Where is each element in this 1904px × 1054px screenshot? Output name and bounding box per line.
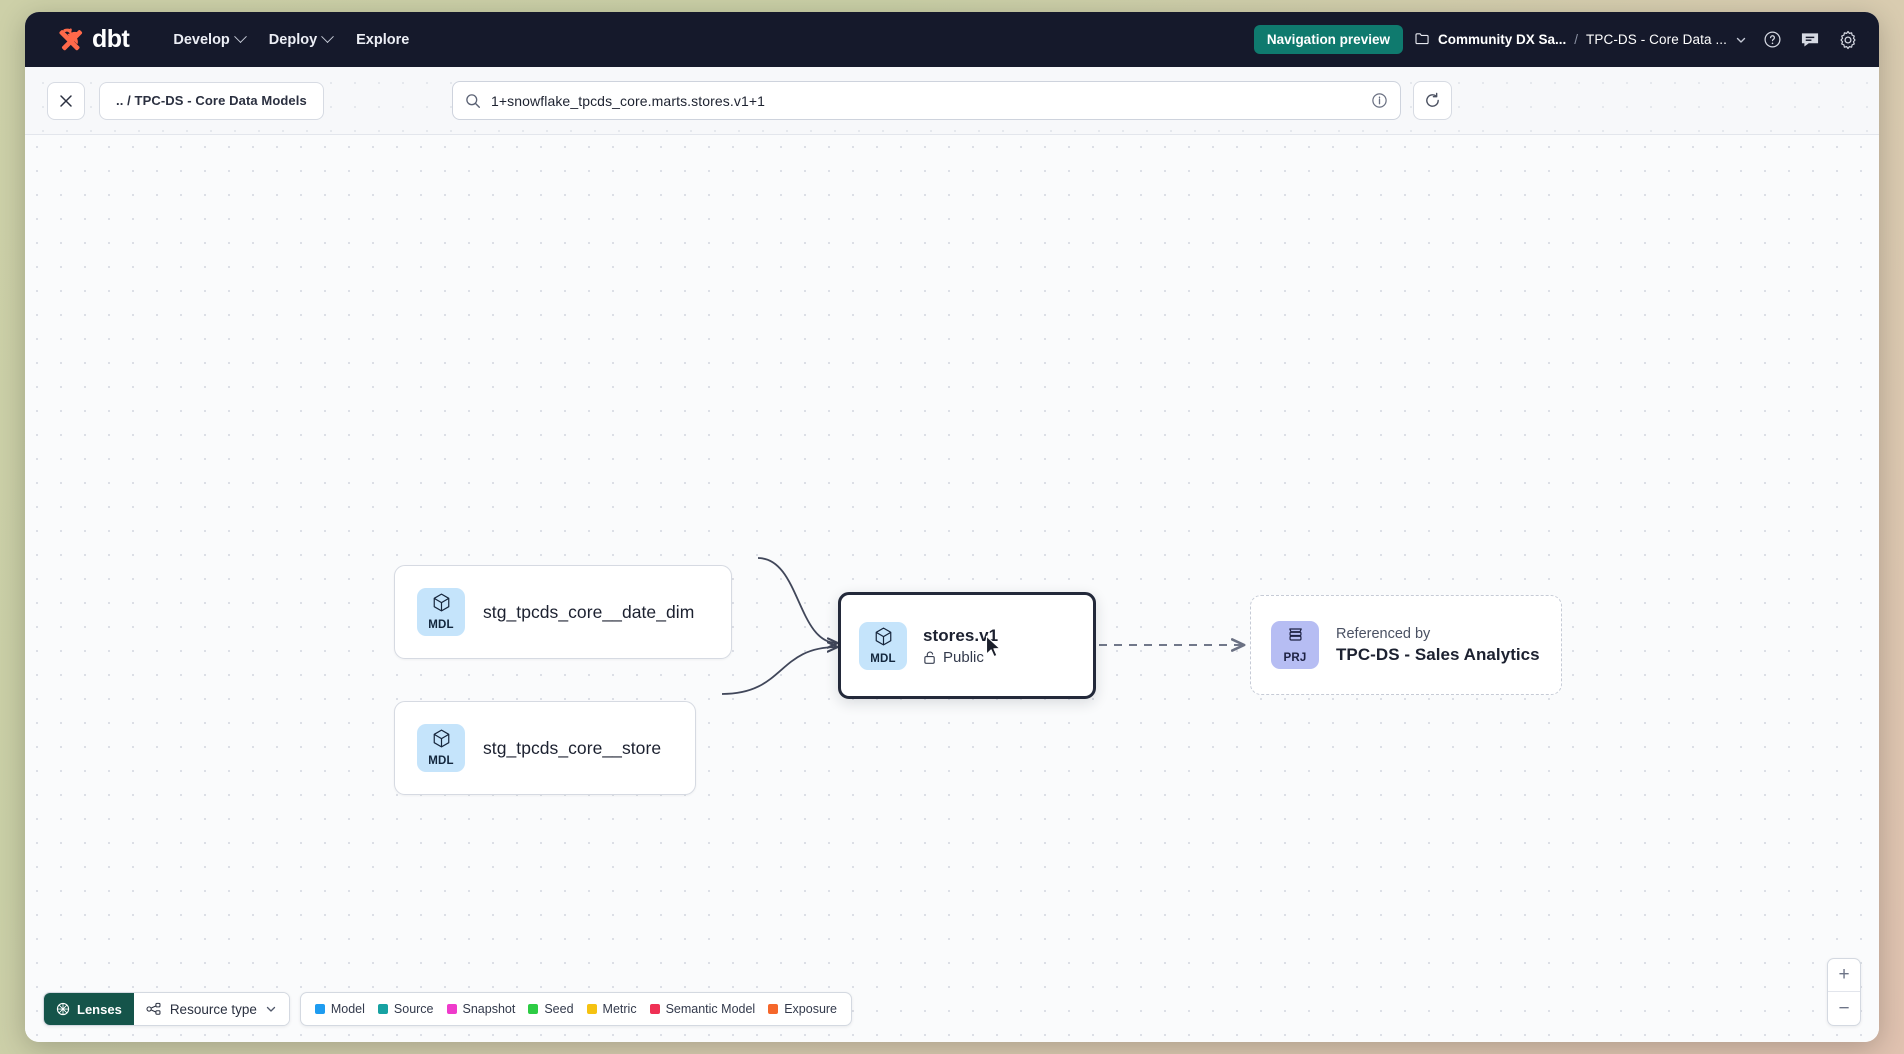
chevron-down-icon <box>265 1003 277 1015</box>
nav-item-deploy[interactable]: Deploy <box>257 24 344 56</box>
info-icon[interactable] <box>1371 92 1388 109</box>
legend-swatch-semantic-model <box>649 1004 660 1014</box>
nav-item-develop[interactable]: Develop <box>161 24 256 56</box>
legend-item: Metric <box>586 1002 637 1016</box>
badge-label: MDL <box>428 619 454 632</box>
legend-item: Exposure <box>768 1002 837 1016</box>
node-title: TPC-DS - Sales Analytics <box>1336 644 1540 664</box>
graph-toolbar: .. / TPC-DS - Core Data Models 1+snowfla… <box>25 67 1879 135</box>
resource-type-legend: Model Source Snapshot Seed Metric <box>299 992 853 1026</box>
lens-control-group: Lenses Resource type <box>43 992 290 1026</box>
node-kicker: Referenced by <box>1336 625 1431 642</box>
feedback-icon[interactable] <box>1797 27 1823 53</box>
legend-label: Snapshot <box>462 1002 516 1016</box>
lineage-graph-canvas[interactable]: MDL stg_tpcds_core__date_dim MDL stg_tpc… <box>25 135 1879 1042</box>
legend-swatch-snapshot <box>446 1004 457 1014</box>
legend-item: Source <box>377 1002 434 1016</box>
cube-icon <box>431 592 452 618</box>
nav-label-explore: Explore <box>356 31 410 48</box>
app-window: dbt Develop Deploy Explore Navigation pr… <box>25 12 1879 1042</box>
breadcrumb-separator: / <box>1574 32 1579 47</box>
account-name[interactable]: Community DX Sa... <box>1437 32 1567 47</box>
zoom-controls: + − <box>1827 958 1861 1026</box>
search-field[interactable]: 1+snowflake_tpcds_core.marts.stores.v1+1 <box>452 81 1401 120</box>
topbar-right-cluster: Navigation preview Community DX Sa... / … <box>1253 25 1861 54</box>
node-access-level: Public <box>923 649 998 666</box>
node-text-block: Referenced by TPC-DS - Sales Analytics <box>1336 626 1540 665</box>
search-input[interactable]: 1+snowflake_tpcds_core.marts.stores.v1+1 <box>491 92 766 109</box>
cube-icon <box>873 626 894 652</box>
legend-item: Semantic Model <box>649 1002 756 1016</box>
legend-label: Metric <box>602 1002 637 1016</box>
search-icon <box>465 93 481 109</box>
nav-item-explore[interactable]: Explore <box>344 24 421 56</box>
node-text-block: stores.v1 Public <box>923 626 998 666</box>
folder-icon <box>1415 32 1430 48</box>
legend-label: Source <box>393 1002 434 1016</box>
badge-label: PRJ <box>1283 652 1307 665</box>
legend-label: Exposure <box>784 1002 838 1016</box>
graph-node-referenced-by-project[interactable]: PRJ Referenced by TPC-DS - Sales Analyti… <box>1250 595 1562 695</box>
zoom-out-button[interactable]: − <box>1838 997 1850 1019</box>
resource-badge-model: MDL <box>859 621 907 670</box>
graph-node-stg-store[interactable]: MDL stg_tpcds_core__store <box>394 701 696 795</box>
settings-gear-icon[interactable] <box>1835 27 1861 53</box>
legend-swatch-source <box>377 1004 388 1014</box>
chevron-down-icon <box>321 30 335 44</box>
graph-bottom-bar: Lenses Resource type <box>43 992 853 1026</box>
legend-swatch-exposure <box>768 1004 779 1014</box>
close-button[interactable] <box>47 81 85 120</box>
node-title: stg_tpcds_core__date_dim <box>483 601 695 622</box>
nav-label-develop: Develop <box>173 31 230 48</box>
access-label: Public <box>943 648 984 666</box>
dbt-logo-icon <box>55 25 85 55</box>
lens-icon <box>56 1002 70 1016</box>
dbt-logo[interactable]: dbt <box>37 25 130 55</box>
legend-swatch-model <box>314 1004 325 1014</box>
legend-label: Seed <box>544 1002 574 1016</box>
chevron-down-icon[interactable] <box>1735 34 1747 46</box>
badge-label: MDL <box>870 652 896 665</box>
node-graph-icon <box>146 1002 162 1016</box>
chevron-down-icon <box>233 30 247 44</box>
navigation-preview-button[interactable]: Navigation preview <box>1253 25 1403 54</box>
resource-badge-model: MDL <box>417 588 465 636</box>
help-icon[interactable] <box>1759 27 1785 53</box>
graph-node-stores-v1[interactable]: MDL stores.v1 Public <box>838 592 1096 699</box>
brand-name: dbt <box>92 25 130 53</box>
unlock-icon <box>923 650 937 665</box>
nav-label-deploy: Deploy <box>268 31 318 48</box>
legend-item: Seed <box>528 1002 574 1016</box>
lenses-button[interactable]: Lenses <box>44 993 134 1025</box>
legend-label: Model <box>330 1002 365 1016</box>
project-stack-icon <box>1285 625 1306 651</box>
top-navigation-bar: dbt Develop Deploy Explore Navigation pr… <box>25 12 1879 67</box>
legend-label: Semantic Model <box>665 1002 756 1016</box>
zoom-in-button[interactable]: + <box>1828 959 1860 992</box>
resource-type-dropdown[interactable]: Resource type <box>133 993 289 1025</box>
resource-badge-project: PRJ <box>1271 621 1319 669</box>
search-area: 1+snowflake_tpcds_core.marts.stores.v1+1 <box>452 81 1452 120</box>
resource-type-label: Resource type <box>169 1001 257 1017</box>
node-title: stores.v1 <box>923 625 999 645</box>
legend-item: Snapshot <box>446 1002 516 1016</box>
legend-swatch-seed <box>528 1004 539 1014</box>
node-text-block: stg_tpcds_core__store <box>483 738 661 759</box>
badge-label: MDL <box>428 755 454 768</box>
node-text-block: stg_tpcds_core__date_dim <box>483 602 694 623</box>
resource-badge-model: MDL <box>417 724 465 772</box>
breadcrumb-project-pill[interactable]: .. / TPC-DS - Core Data Models <box>99 81 324 120</box>
cube-icon <box>431 728 452 754</box>
account-project-breadcrumb: Community DX Sa... / TPC-DS - Core Data … <box>1415 32 1747 48</box>
lenses-label: Lenses <box>77 1001 122 1017</box>
graph-edges <box>721 557 1879 695</box>
refresh-button[interactable] <box>1413 81 1452 120</box>
project-name[interactable]: TPC-DS - Core Data ... <box>1586 32 1727 47</box>
graph-node-stg-date-dim[interactable]: MDL stg_tpcds_core__date_dim <box>394 565 732 659</box>
node-title: stg_tpcds_core__store <box>483 737 662 758</box>
legend-item: Model <box>314 1002 365 1016</box>
legend-swatch-metric <box>586 1004 597 1014</box>
